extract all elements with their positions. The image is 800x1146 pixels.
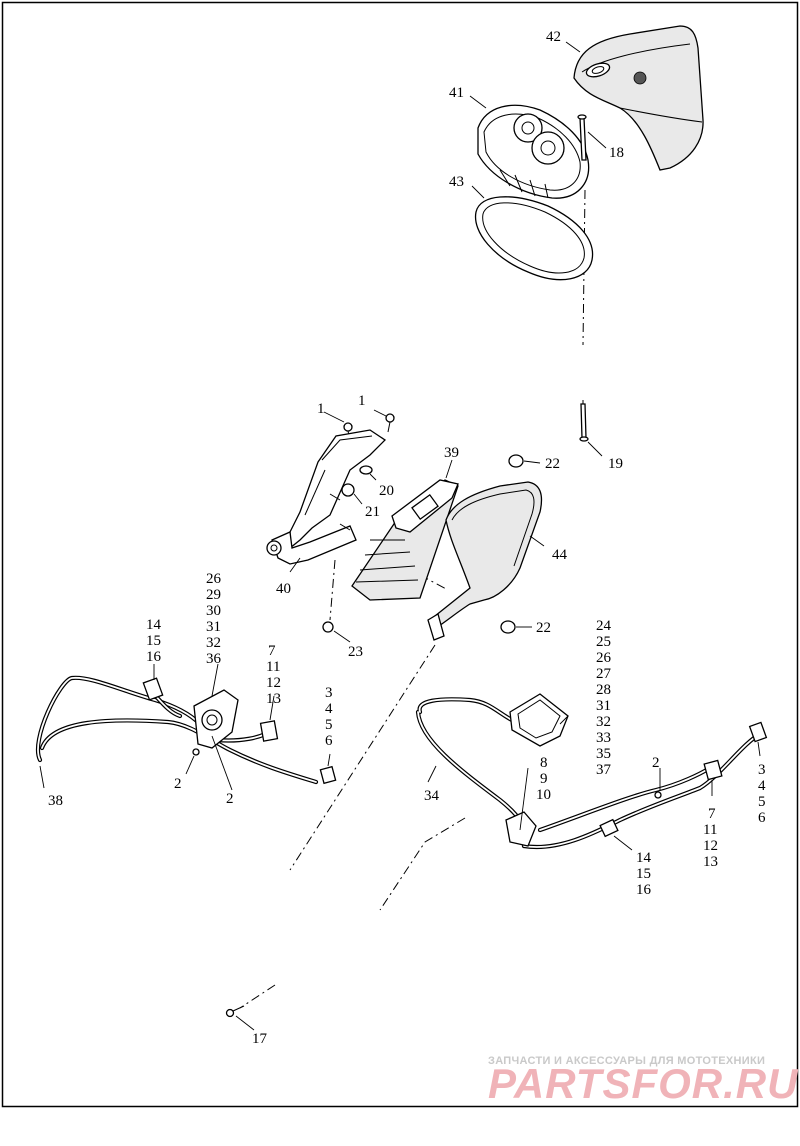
watermark: ЗАПЧАСТИ И АКСЕССУАРЫ ДЛЯ МОТОТЕХНИКИ PA… xyxy=(488,1055,799,1107)
label-right-socket-1: 8 xyxy=(540,755,548,771)
label-left-end-3: 5 xyxy=(325,717,333,733)
label-22-bottom: 22 xyxy=(536,620,551,636)
label-1-left: 1 xyxy=(317,401,325,417)
watermark-tagline: ЗАПЧАСТИ И АКСЕССУАРЫ ДЛЯ МОТОТЕХНИКИ xyxy=(488,1055,765,1067)
label-19: 19 xyxy=(608,456,623,472)
label-group-right-plug: 14 15 16 xyxy=(636,850,652,898)
label-right-connector-5: 28 xyxy=(596,682,611,698)
label-right-socket-3: 10 xyxy=(536,787,551,803)
label-group-left-connector: 26 29 30 31 32 36 xyxy=(206,571,222,667)
label-group-right-end: 3 4 5 6 xyxy=(758,762,766,826)
label-left-end-2: 4 xyxy=(325,701,333,717)
label-group-left-mid: 7 11 12 13 xyxy=(266,643,281,707)
label-38: 38 xyxy=(48,793,63,809)
label-left-plug-2: 15 xyxy=(146,633,161,649)
label-22-top: 22 xyxy=(545,456,560,472)
label-41: 41 xyxy=(449,85,464,101)
label-2-center: 2 xyxy=(226,791,234,807)
label-right-end-2: 4 xyxy=(758,778,766,794)
label-left-plug-3: 16 xyxy=(146,649,162,665)
label-right-mid-1: 7 xyxy=(708,806,716,822)
label-left-mid-1: 7 xyxy=(268,643,276,659)
label-group-left-end: 3 4 5 6 xyxy=(325,685,333,749)
label-1-right: 1 xyxy=(358,393,366,409)
label-right-connector-6: 31 xyxy=(596,698,611,714)
label-left-plug-1: 14 xyxy=(146,617,162,633)
bracket-part-40 xyxy=(266,429,387,565)
label-21: 21 xyxy=(365,504,380,520)
cover-plate-part-44 xyxy=(427,481,543,641)
label-right-plug-2: 15 xyxy=(636,866,651,882)
label-right-mid-4: 13 xyxy=(703,854,718,870)
label-left-mid-4: 13 xyxy=(266,691,281,707)
gasket-part-43 xyxy=(474,196,594,281)
label-39: 39 xyxy=(444,445,459,461)
label-40: 40 xyxy=(276,581,291,597)
label-group-left-plug: 14 15 16 xyxy=(146,617,162,665)
label-right-connector-1: 24 xyxy=(596,618,612,634)
label-right-mid-2: 11 xyxy=(703,822,717,838)
label-right-plug-3: 16 xyxy=(636,882,652,898)
nut-part-23 xyxy=(322,621,334,633)
label-left-connector-6: 36 xyxy=(206,651,222,667)
screw-part-18 xyxy=(577,114,587,161)
wire-harness-left-part-38 xyxy=(36,675,337,785)
label-34: 34 xyxy=(424,788,440,804)
label-right-connector-9: 35 xyxy=(596,746,611,762)
label-left-connector-4: 31 xyxy=(206,619,221,635)
label-42: 42 xyxy=(546,29,561,45)
amplifier-part-39 xyxy=(351,479,459,601)
label-right-connector-8: 33 xyxy=(596,730,611,746)
label-right-end-1: 3 xyxy=(758,762,766,778)
speaker-lid-part-42 xyxy=(573,25,704,171)
grommet-part-22-bottom xyxy=(500,620,516,634)
label-leader-lines xyxy=(39,41,761,1031)
label-group-right-mid: 7 11 12 13 xyxy=(703,806,718,870)
label-right-mid-3: 12 xyxy=(703,838,718,854)
label-group-right-socket: 8 9 10 xyxy=(536,755,551,803)
label-right-end-3: 5 xyxy=(758,794,766,810)
label-2-right: 2 xyxy=(652,755,660,771)
label-17: 17 xyxy=(252,1031,268,1047)
wire-harness-right-part-34 xyxy=(415,693,768,850)
label-left-mid-2: 11 xyxy=(266,659,280,675)
label-right-connector-10: 37 xyxy=(596,762,612,778)
screw-part-1-right xyxy=(385,413,395,433)
watermark-brand: PARTSFOR.RU xyxy=(488,1060,799,1107)
label-18: 18 xyxy=(609,145,624,161)
diagram-frame xyxy=(1,1,799,1108)
label-left-mid-3: 12 xyxy=(266,675,281,691)
label-left-end-1: 3 xyxy=(325,685,333,701)
label-left-connector-3: 30 xyxy=(206,603,221,619)
part-number-labels: 42 41 18 43 1 1 19 39 22 20 21 44 40 23 … xyxy=(48,29,766,1047)
label-group-right-connector: 24 25 26 27 28 31 32 33 35 37 xyxy=(596,618,612,778)
label-left-end-4: 6 xyxy=(325,733,333,749)
label-right-plug-1: 14 xyxy=(636,850,652,866)
clip-part-20 xyxy=(359,465,373,475)
screw-part-19 xyxy=(579,403,589,442)
grommet-part-22-top xyxy=(508,454,524,468)
label-left-connector-1: 26 xyxy=(206,571,222,587)
label-right-end-4: 6 xyxy=(758,810,766,826)
label-2-left: 2 xyxy=(174,776,182,792)
label-43: 43 xyxy=(449,174,464,190)
label-left-connector-5: 32 xyxy=(206,635,221,651)
label-right-connector-7: 32 xyxy=(596,714,611,730)
label-right-connector-2: 25 xyxy=(596,634,611,650)
assembly-guide-lines xyxy=(239,189,586,1009)
label-20: 20 xyxy=(379,483,394,499)
nut-part-21 xyxy=(341,483,355,497)
label-right-socket-2: 9 xyxy=(540,771,548,787)
speaker-part-41 xyxy=(477,104,590,199)
label-right-connector-3: 26 xyxy=(596,650,612,666)
label-right-connector-4: 27 xyxy=(596,666,612,682)
label-left-connector-2: 29 xyxy=(206,587,221,603)
screw-part-17 xyxy=(225,1005,245,1018)
label-44: 44 xyxy=(552,547,568,563)
label-23: 23 xyxy=(348,644,363,660)
